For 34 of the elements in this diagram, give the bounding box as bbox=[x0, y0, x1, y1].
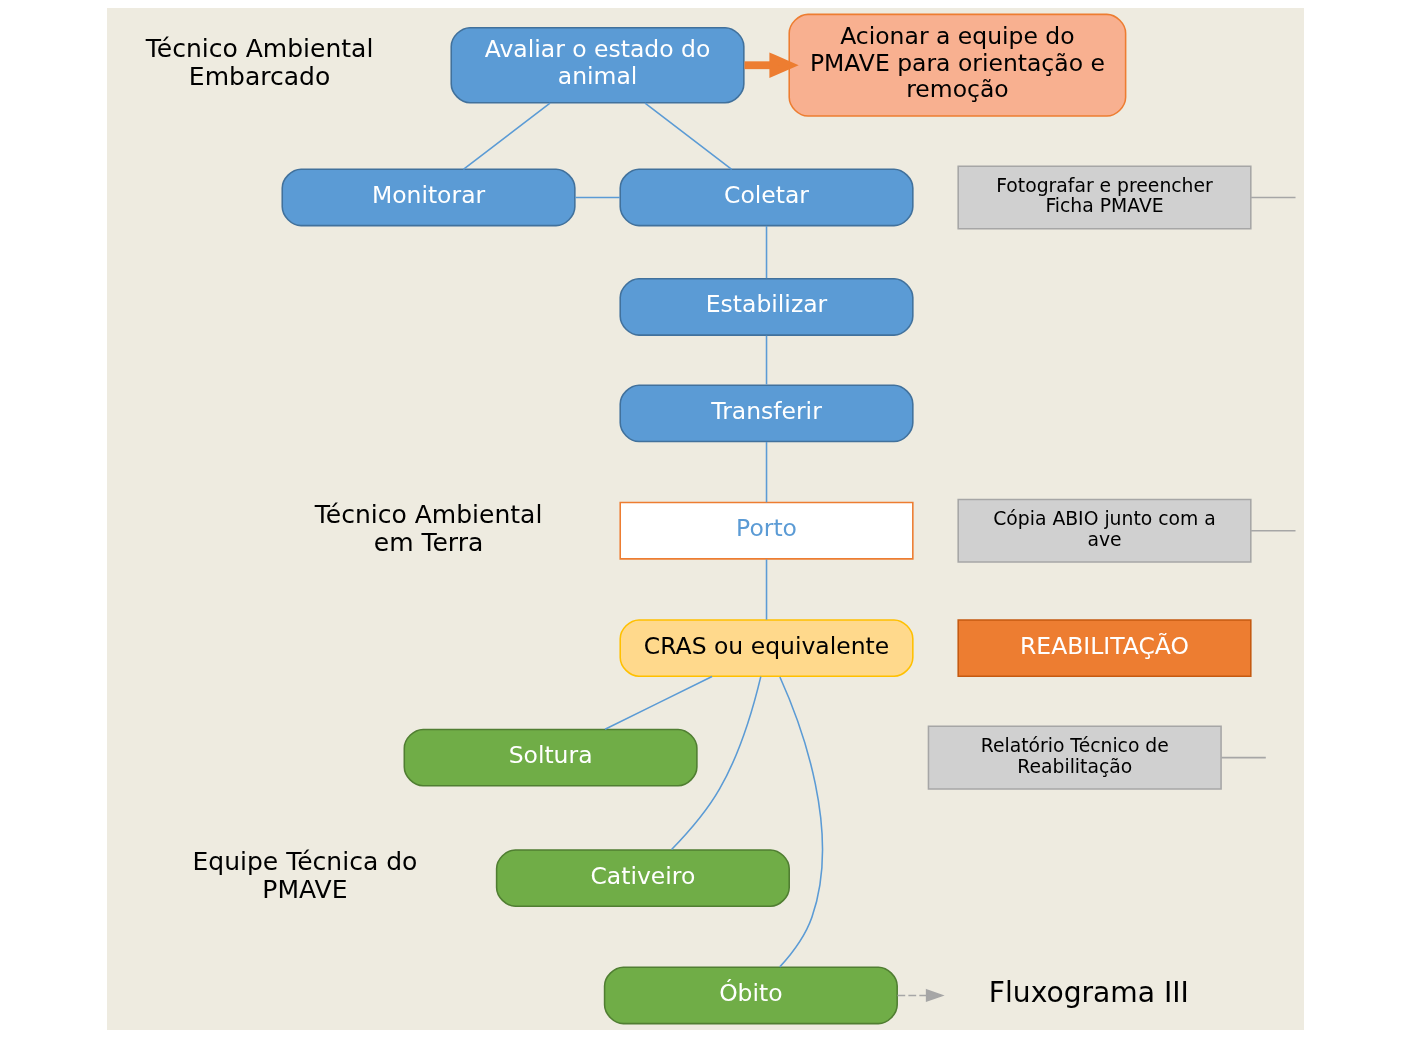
label: Técnico Ambiental em Terra bbox=[314, 499, 543, 557]
label: Técnico Ambiental Embarcado bbox=[145, 34, 374, 92]
node-box: Porto bbox=[619, 501, 914, 560]
arrow bbox=[744, 52, 799, 79]
node-box: Fotografar e preencher Ficha PMAVE bbox=[957, 165, 1252, 230]
node-box: Acionar a equipe do PMAVE para orientação e remoção bbox=[788, 13, 1127, 117]
node-box: REABILITAÇÃO bbox=[957, 619, 1252, 678]
connector bbox=[604, 675, 713, 730]
arrow bbox=[896, 988, 945, 1003]
node-box: Cópia ABIO junto com a ave bbox=[957, 498, 1252, 563]
node-box: Monitorar bbox=[281, 168, 576, 227]
node-box: Relatório Técnico de Reabilitação bbox=[927, 725, 1222, 790]
node-box: Cativeiro bbox=[495, 849, 790, 908]
connector bbox=[462, 102, 551, 171]
node-box: CRAS ou equivalente bbox=[619, 619, 914, 678]
connector bbox=[765, 334, 768, 386]
connector bbox=[644, 102, 733, 171]
connector bbox=[574, 196, 621, 199]
node-box: Estabilizar bbox=[619, 278, 914, 336]
node-box: Avaliar o estado do animal bbox=[450, 26, 745, 104]
node-box: Coletar bbox=[619, 168, 914, 227]
node-box: Transferir bbox=[619, 384, 914, 443]
connector bbox=[1250, 196, 1297, 199]
connector bbox=[670, 675, 762, 851]
node-text: Fluxograma III bbox=[988, 976, 1189, 1010]
connector bbox=[765, 558, 768, 621]
connector bbox=[779, 676, 824, 968]
node-box: Soltura bbox=[403, 728, 698, 787]
connector bbox=[765, 225, 768, 279]
connector bbox=[1250, 529, 1297, 532]
connector bbox=[765, 441, 768, 504]
connector bbox=[1220, 756, 1267, 759]
label: Equipe Técnica do PMAVE bbox=[192, 846, 418, 905]
node-box: Óbito bbox=[603, 966, 898, 1025]
